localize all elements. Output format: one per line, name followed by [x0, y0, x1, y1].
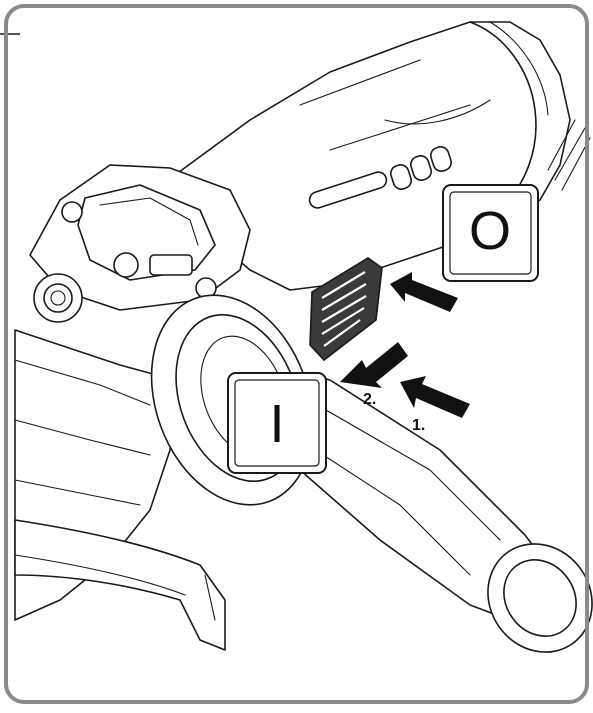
on-symbol: I: [269, 394, 284, 454]
housing-vent-slots: [308, 146, 452, 209]
spindle-lock-button: [33, 273, 83, 323]
step-2-label: 2.: [363, 391, 376, 408]
figure-frame: [4, 4, 589, 704]
on-symbol-box: I: [227, 372, 327, 474]
on-off-slide-switch: [309, 257, 383, 362]
step-1-arrow: [400, 376, 470, 418]
gear-head: [29, 164, 251, 311]
off-symbol: O: [469, 201, 511, 261]
off-symbol-box: O: [442, 184, 539, 282]
step-1-label: 1.: [412, 417, 425, 434]
wheel-guard: [14, 329, 226, 651]
step-2-arrow: [340, 342, 408, 388]
push-arrow-off: [390, 272, 458, 312]
